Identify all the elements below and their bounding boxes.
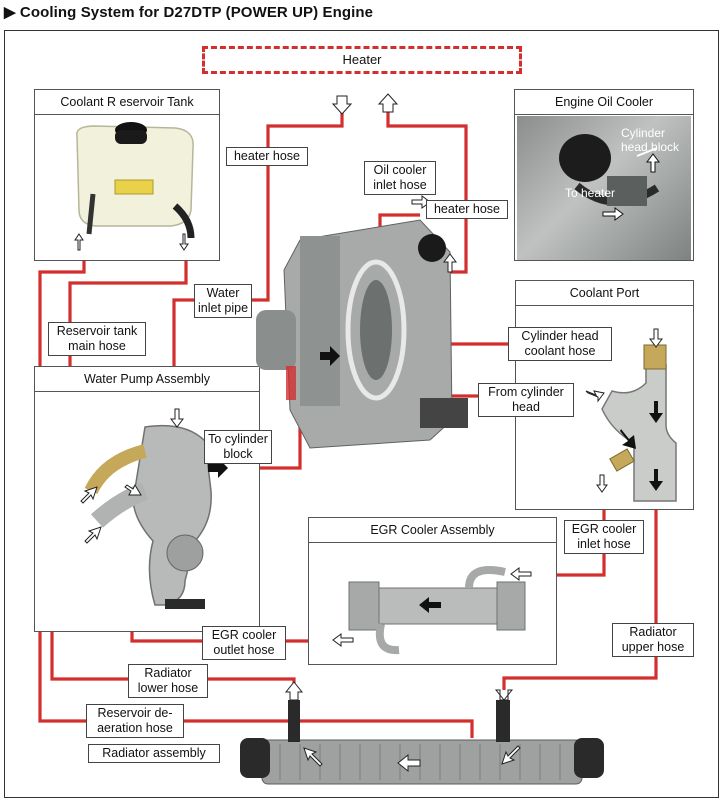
label-reservoir-main-hose: Reservoir tank main hose — [48, 322, 146, 356]
label-radiator-upper-hose: Radiator upper hose — [612, 623, 694, 657]
egr-cooler-title: EGR Cooler Assembly — [309, 518, 556, 543]
label-radiator-assembly: Radiator assembly — [88, 744, 220, 763]
water-pump-image — [80, 408, 212, 609]
water-pump-box: Water Pump Assembly — [34, 366, 260, 632]
oil-cooler-label-cylinder-head-block: Cylinder head block — [621, 126, 680, 154]
reservoir-tank-title: Coolant R eservoir Tank — [35, 90, 219, 115]
coolant-port-image — [585, 328, 677, 502]
label-radiator-lower-hose: Radiator lower hose — [128, 664, 208, 698]
coolant-port-title: Coolant Port — [516, 281, 693, 306]
hose-heater-left — [248, 107, 344, 302]
reservoir-tank-image — [74, 122, 195, 251]
egr-cooler-box: EGR Cooler Assembly — [308, 517, 557, 665]
label-water-inlet-pipe: Water inlet pipe — [194, 284, 252, 318]
label-cylinder-head-coolant-hose: Cylinder head coolant hose — [508, 327, 612, 361]
reservoir-tank-box: Coolant R eservoir Tank — [34, 89, 220, 261]
label-heater-hose-right: heater hose — [426, 200, 508, 219]
oil-cooler-label-to-heater: To heater — [565, 186, 616, 200]
engine-oil-cooler-title: Engine Oil Cooler — [515, 90, 693, 115]
diagram-frame — [4, 30, 719, 798]
label-to-cylinder-block: To cylinder block — [204, 430, 272, 464]
label-egr-outlet-hose: EGR cooler outlet hose — [202, 626, 286, 660]
label-heater-hose-left: heater hose — [226, 147, 308, 166]
label-oil-cooler-inlet-hose: Oil cooler inlet hose — [364, 161, 436, 195]
heater-box: Heater — [202, 46, 522, 74]
page-title: ▶ Cooling System for D27DTP (POWER UP) E… — [4, 4, 374, 21]
label-from-cylinder-head: From cylinder head — [478, 383, 574, 417]
engine-oil-cooler-box: Engine Oil Cooler Cylinder head block To… — [514, 89, 694, 261]
label-egr-inlet-hose: EGR cooler inlet hose — [564, 520, 644, 554]
label-reservoir-deaeration-hose: Reservoir de- aeration hose — [86, 704, 184, 738]
water-pump-title: Water Pump Assembly — [35, 367, 259, 392]
oil-cooler-photo: Cylinder head block To heater — [517, 116, 691, 260]
hose-radiator-upper — [502, 490, 658, 690]
egr-cooler-image — [332, 566, 532, 655]
hose-heater-right — [386, 110, 468, 274]
